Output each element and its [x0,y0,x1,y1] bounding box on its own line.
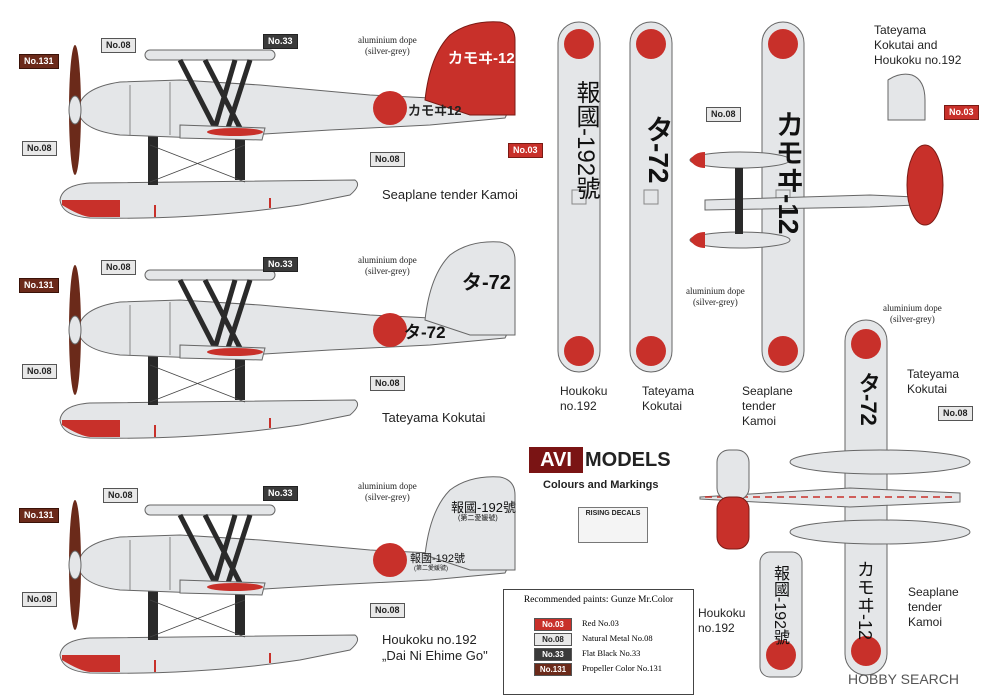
tag-no08: No.08 [938,406,973,421]
legend-swatch: No.131 [534,663,572,676]
profile-tail-code: タ-72 [462,272,511,294]
tag-no131: No.131 [19,508,59,523]
logo-models: MODELS [585,449,671,471]
avi-models-logo: AVI MODELS [529,447,689,473]
tag-no131: No.131 [19,54,59,69]
tag-no08: No.08 [370,376,405,391]
legend-name: Flat Black No.33 [582,648,641,658]
profile-tail-sub: (第二愛媛號) [458,515,498,522]
dope-note: aluminium dope(silver-grey) [358,481,417,502]
underside-houkoku-code: 報國-192號 [771,565,788,646]
tag-no03: No.03 [508,143,543,158]
profile-fuselage-sub: (第二愛媛號) [414,566,448,572]
profile-caption: Seaplane tender Kamoi [382,187,518,202]
legend-name: Propeller Color No.131 [582,663,663,673]
wing-houkoku-text: 報國-192號 [572,80,599,201]
paint-legend: Recommended paints: Gunze Mr.Color No.03… [503,589,694,695]
rising-decals-logo: RISING DECALS [578,507,648,543]
tag-no33: No.33 [263,257,298,272]
watermark: HOBBY SEARCH [848,671,959,687]
underside-kamoi-code: カモヰ-12 [855,560,875,641]
profile-tail-code: 報國-192號 [451,500,517,515]
tag-no33: No.33 [263,34,298,49]
tag-no33: No.33 [263,486,298,501]
tag-no08: No.08 [101,260,136,275]
profile-fuselage-code: タ-72 [404,323,446,342]
tag-no08: No.08 [370,152,405,167]
legend-swatch: No.03 [534,618,572,631]
profile-fuselage-code: カモヰ12 [408,103,462,118]
wing-kamoi-text: カモヰ-12 [773,110,804,235]
subtitle: Colours and Markings [543,479,659,491]
legend-name: Red No.03 [582,618,619,628]
tag-no08: No.08 [103,488,138,503]
tag-no08: No.08 [706,107,741,122]
profile-fuselage-code: 報國-192號 [410,553,466,565]
legend-title: Recommended paints: Gunze Mr.Color [523,595,674,605]
tag-no08: No.08 [101,38,136,53]
legend-swatch: No.33 [534,648,572,661]
wing-tateyama-text: タ-72 [643,115,674,184]
dope-note: aluminium dope(silver-grey) [358,255,417,276]
tag-no08: No.08 [22,592,57,607]
profile-tail-code: カモヰ-12 [448,50,515,67]
legend-swatch: No.08 [534,633,572,646]
dope-note: aluminium dope(silver-grey) [883,303,942,324]
tag-no03: No.03 [944,105,979,120]
dope-note: aluminium dope(silver-grey) [686,286,745,307]
profile-caption-line2: „Dai Ni Ehime Go" [382,648,488,663]
logo-avi: AVI [529,447,583,473]
profile-caption-line1: Houkoku no.192 [382,632,477,647]
tag-no131: No.131 [19,278,59,293]
dope-note: aluminium dope(silver-grey) [358,35,417,56]
tag-no08: No.08 [370,603,405,618]
profile-caption: Tateyama Kokutai [382,410,486,425]
underside-tateyama-code: タ-72 [856,372,881,426]
legend-name: Natural Metal No.08 [582,633,653,643]
tag-no08: No.08 [22,364,57,379]
tag-no08: No.08 [22,141,57,156]
